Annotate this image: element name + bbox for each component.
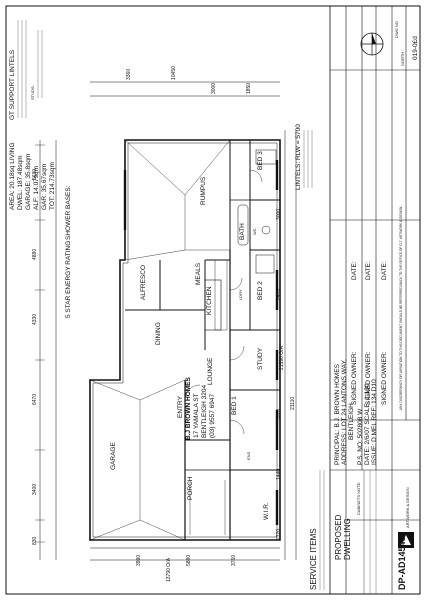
room-bed3: BED 3	[257, 151, 264, 170]
svg-text:10450: 10450	[171, 66, 177, 80]
builder-block: B.J BROWN HOMES 17 YAMALA ST BENTLEIGH 3…	[185, 377, 216, 441]
svg-text:ARTWORK & DESIGN: ARTWORK & DESIGN	[405, 487, 410, 528]
room-lounge: LOUNGE	[207, 357, 214, 385]
top-total-dim: 21110	[290, 397, 296, 410]
company-logo: ARTWORK & DESIGN	[398, 487, 414, 548]
address: ADDRESS: LOT 24 LANTONS WAY,	[341, 359, 348, 465]
studs-note: STUDS:	[30, 85, 35, 100]
room-wc: WC	[252, 228, 257, 235]
svg-text:4330: 4330	[32, 314, 38, 325]
room-rumpus: RUMPUS	[200, 176, 207, 205]
room-bed2: BED 2	[257, 281, 264, 300]
builder-phone: (03) 9557 6947	[209, 394, 216, 438]
area-living: AREA: 20.18sq LIVING	[9, 142, 16, 210]
dwg-label: DWG NO	[394, 21, 399, 38]
date-1: DATE:	[351, 261, 358, 280]
area-alfresco: ALF: 14.07sqm	[33, 166, 40, 210]
date-2: DATE:	[365, 261, 372, 280]
discrepancy-note: ANY DISCREPANCY OR VARIATION TO THIS DOC…	[399, 206, 403, 410]
dwg-number: 019-0£d	[412, 36, 419, 60]
svg-text:3000: 3000	[276, 209, 282, 220]
svg-text:3400: 3400	[32, 484, 38, 495]
floor-plan: GARAGE PORCH ENTRY BED 1 W.I.R. STUDY LO…	[89, 139, 281, 541]
dp-number: DP-AD14546	[397, 536, 407, 590]
room-bath: BATH	[239, 223, 246, 240]
svg-text:3360: 3360	[126, 69, 132, 80]
builder-address-1: 17 YAMALA ST	[193, 393, 200, 438]
title-block: NORTH DWG NO 019-0£d ANY DISCREPANCY OR …	[329, 6, 420, 594]
svg-text:3370: 3370	[276, 409, 282, 420]
rumpus-roof-lines	[124, 139, 231, 261]
notes-top: GT SUPPORT LINTELS STUDS: LINTELS: RLW =…	[9, 20, 313, 318]
gt-support-note: GT SUPPORT LINTELS	[9, 49, 16, 120]
issue: ISSUE: D MEL REF: 134 D10	[371, 379, 378, 465]
date-scale: DATE: 2/6/07 SCALE: 1:100	[364, 383, 371, 465]
room-laundry: LDRY	[238, 289, 243, 300]
area-schedule: AREA: 20.18sq LIVING DWEL: 187.48sqm GAR…	[9, 142, 56, 210]
room-garage: GARAGE	[110, 442, 117, 470]
dimensions: 830 3400 6470 4330 4880 5630 21110 21590…	[32, 66, 297, 582]
builder-address-2: BENTLEIGH 3204	[201, 385, 208, 438]
signed-owner-2: SIGNED OWNER:	[365, 351, 372, 405]
signed-owner-1: SIGNED OWNER:	[351, 351, 358, 405]
proposed-label: PROPOSED	[334, 514, 343, 560]
svg-text:6470: 6470	[32, 394, 38, 405]
ps-number: P.S. NO: 502808 W	[357, 408, 364, 465]
service-items-note: SERVICE ITEMS	[309, 528, 318, 590]
bottom-total-dim: 21590 O/A	[279, 345, 285, 370]
principal: PRINCIPAL: B.J. BROWN HOMES	[334, 363, 341, 465]
area-gar: GAR: 35.67sqm	[41, 164, 48, 210]
svg-text:2720: 2720	[276, 529, 282, 540]
builder-name: B.J BROWN HOMES	[185, 377, 192, 441]
svg-text:1850: 1850	[246, 83, 252, 94]
lintels-note: LINTELS: RLW = 5700	[295, 124, 302, 190]
dwelling-label: DWELLING	[343, 518, 352, 560]
svg-text:2410: 2410	[276, 289, 282, 300]
energy-rating-note: 5 STAR ENERGY RATING	[65, 241, 72, 318]
north-label: NORTH	[400, 52, 405, 66]
cabinets-note: CABINETS NOTE:	[356, 482, 361, 515]
garage-roof-lines	[89, 379, 186, 541]
svg-text:4880: 4880	[32, 249, 38, 260]
signed-owner-3: SIGNED OWNER:	[381, 351, 388, 405]
area-total: TOT: 214.73sqm	[49, 162, 56, 210]
windows	[123, 160, 279, 525]
room-study: STUDY	[257, 347, 264, 370]
area-dwelling: DWEL: 187.48sqm	[17, 155, 24, 210]
room-ensuite: ENS	[246, 451, 251, 460]
room-wir: W.I.R.	[263, 502, 270, 520]
svg-text:5880: 5880	[186, 555, 192, 566]
room-meals: MEALS	[195, 262, 202, 285]
svg-text:3990: 3990	[136, 555, 142, 566]
area-garage: GARAGE: 35.8sqm	[25, 154, 32, 210]
svg-text:830: 830	[32, 536, 38, 545]
sheet-border	[5, 5, 421, 595]
svg-text:5630: 5630	[32, 169, 38, 180]
room-dining: DINING	[155, 322, 162, 345]
room-bed1: BED 1	[231, 396, 238, 415]
svg-text:3000: 3000	[211, 83, 217, 94]
svg-text:3760: 3760	[231, 555, 237, 566]
room-porch: PORCH	[187, 476, 194, 500]
left-total-dim: 13790 O/A	[166, 557, 172, 582]
date-3: DATE:	[381, 261, 388, 280]
room-entry: ENTRY	[177, 395, 184, 418]
svg-text:1440: 1440	[276, 469, 282, 480]
room-alfresco: ALFRESCO	[140, 265, 147, 300]
suburb: BENTLEIGH	[348, 403, 355, 440]
shower-bases-note: SHOWER BASES:	[65, 185, 72, 240]
room-kitchen: KITCHEN	[206, 286, 213, 315]
